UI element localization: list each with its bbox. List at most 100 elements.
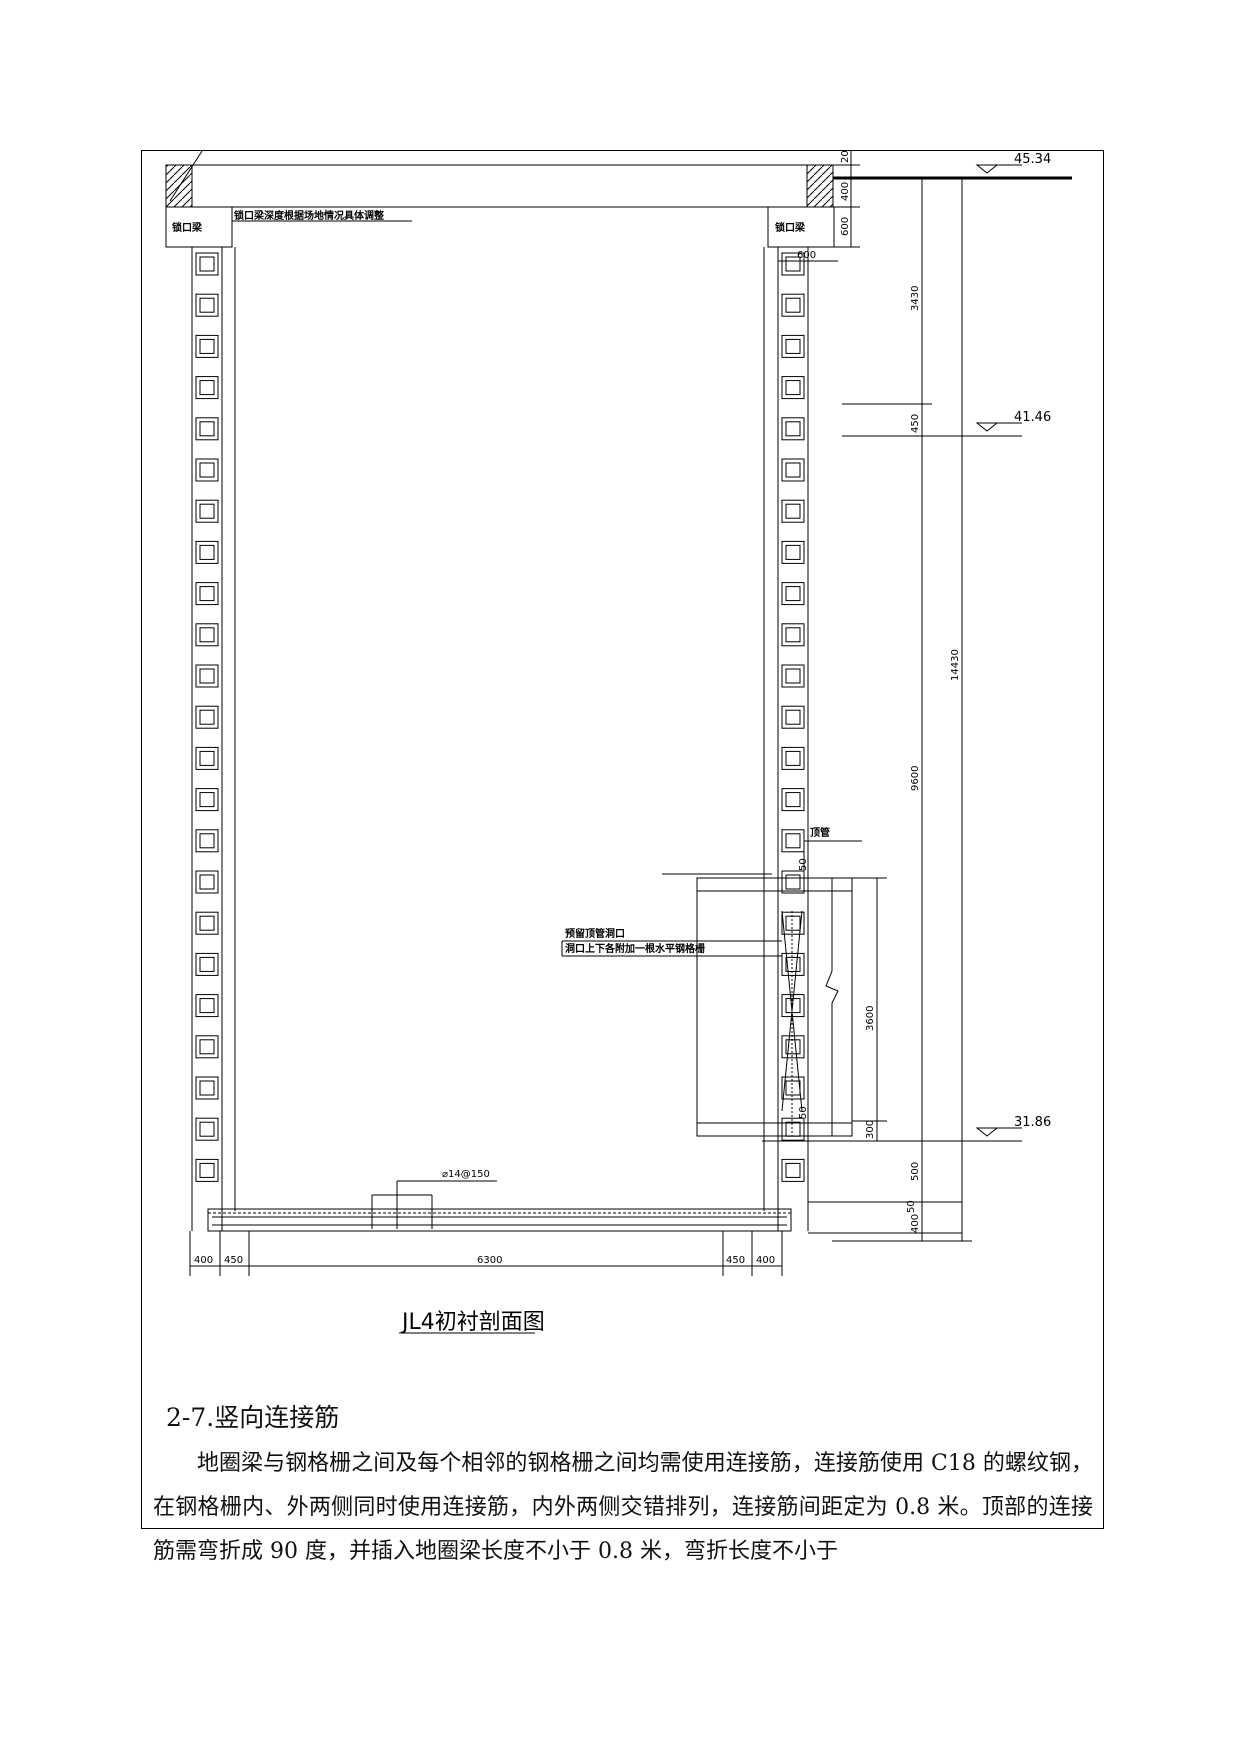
lattice-square-inner	[785, 750, 801, 766]
lattice-square	[781, 252, 805, 276]
lattice-square	[781, 582, 805, 606]
lattice-square	[195, 994, 219, 1018]
lattice-square	[781, 458, 805, 482]
dim-3600: 3600	[865, 1006, 876, 1031]
dim-base-450-right: 450	[726, 1255, 745, 1266]
lattice-square	[195, 540, 219, 564]
elevation-mid: 41.46	[1014, 410, 1051, 425]
lattice-square-inner	[785, 586, 801, 602]
lattice-square-inner	[785, 297, 801, 313]
lattice-square	[195, 1158, 219, 1182]
lattice-square	[195, 376, 219, 400]
dim-base-450-left: 450	[224, 1255, 243, 1266]
lattice-square-inner	[199, 709, 215, 725]
lock-beam-note: 锁口梁深度根据场地情况具体调整	[234, 209, 384, 222]
dim-3430: 3430	[910, 286, 921, 311]
dim-50-mid: 50	[798, 1106, 809, 1119]
lattice-square	[195, 293, 219, 317]
lattice-square-inner	[199, 998, 215, 1014]
wall-grid-right	[781, 252, 805, 1182]
dim-9600: 9600	[910, 766, 921, 791]
lattice-square	[781, 1035, 805, 1059]
lattice-square-inner	[199, 462, 215, 478]
dim-base-400-right: 400	[756, 1255, 775, 1266]
lattice-square-inner	[199, 421, 215, 437]
drawing-caption: JL4初衬剖面图	[400, 1310, 545, 1335]
lattice-square-inner	[785, 874, 801, 890]
lattice-square-inner	[785, 1080, 801, 1096]
lattice-square-inner	[785, 915, 801, 931]
lattice-square-inner	[785, 1121, 801, 1137]
dim-300: 300	[865, 1120, 876, 1139]
lattice-square-inner	[785, 256, 801, 272]
lock-beam-left	[165, 206, 233, 248]
lattice-square	[195, 458, 219, 482]
dim-200: 200	[840, 151, 851, 163]
lattice-square	[781, 417, 805, 441]
lattice-square	[781, 540, 805, 564]
lock-beam-right	[767, 206, 835, 248]
dim-600-vertical: 600	[840, 217, 851, 236]
top-pipe-label: 顶管	[810, 826, 830, 839]
lattice-square	[781, 952, 805, 976]
lattice-square	[195, 746, 219, 770]
base-slab	[207, 1208, 792, 1232]
lattice-square	[781, 705, 805, 729]
lattice-square-inner	[199, 956, 215, 972]
lattice-square	[781, 829, 805, 853]
lattice-square	[195, 1076, 219, 1100]
dim-400-top: 400	[840, 182, 851, 201]
lattice-square-inner	[785, 792, 801, 808]
lattice-square-inner	[199, 668, 215, 684]
lattice-square	[195, 334, 219, 358]
lattice-square-inner	[199, 1039, 215, 1055]
lattice-square-inner	[199, 915, 215, 931]
lattice-square	[195, 829, 219, 853]
top-cap	[165, 164, 834, 208]
lattice-square	[195, 623, 219, 647]
lattice-square	[195, 705, 219, 729]
lattice-square	[781, 1076, 805, 1100]
lattice-square-inner	[199, 380, 215, 396]
dim-50-bottom: 50	[906, 1200, 917, 1213]
lattice-square-inner	[199, 627, 215, 643]
elevation-bottom: 31.86	[1014, 1115, 1051, 1130]
dim-50-top: 50	[798, 858, 809, 871]
dim-base-400-left: 400	[194, 1255, 213, 1266]
reserved-opening	[696, 877, 853, 1137]
lattice-square-inner	[199, 586, 215, 602]
lattice-square-inner	[785, 1039, 801, 1055]
lattice-square-inner	[199, 1080, 215, 1096]
lattice-square-inner	[199, 338, 215, 354]
lattice-square-inner	[785, 833, 801, 849]
lattice-square	[195, 582, 219, 606]
lattice-square	[195, 1035, 219, 1059]
wall-grid-left	[195, 252, 219, 1182]
lattice-square	[781, 870, 805, 894]
lattice-square	[781, 911, 805, 935]
lattice-square-inner	[785, 380, 801, 396]
lattice-square	[195, 499, 219, 523]
dim-400-bottom: 400	[910, 1214, 921, 1233]
lattice-square	[195, 417, 219, 441]
lattice-square-inner	[199, 833, 215, 849]
dim-450: 450	[910, 414, 921, 433]
lattice-square-inner	[199, 792, 215, 808]
section-heading: 2-7.竖向连接筋	[166, 1403, 340, 1432]
body-paragraph: 地圈梁与钢格栅之间及每个相邻的钢格栅之间均需使用连接筋，连接筋使用 C18 的螺…	[153, 1451, 1093, 1564]
lattice-square-inner	[785, 544, 801, 560]
lattice-square	[781, 1117, 805, 1141]
lattice-square	[195, 952, 219, 976]
lattice-square-inner	[199, 1162, 215, 1178]
lattice-square-inner	[199, 256, 215, 272]
lattice-square	[781, 623, 805, 647]
lattice-square-inner	[199, 297, 215, 313]
rebar-label: ⌀14@150	[442, 1169, 490, 1180]
lattice-square	[195, 252, 219, 276]
dim-14430: 14430	[950, 649, 961, 681]
section-drawing: 锁口梁 锁口梁 锁口梁深度根据场地情况具体调整 顶管 预留顶管洞口 洞口上下各附…	[165, 151, 1072, 1335]
lattice-square-inner	[199, 503, 215, 519]
lattice-square-inner	[785, 503, 801, 519]
lattice-square-inner	[785, 668, 801, 684]
elevation-top: 45.34	[1014, 152, 1051, 167]
